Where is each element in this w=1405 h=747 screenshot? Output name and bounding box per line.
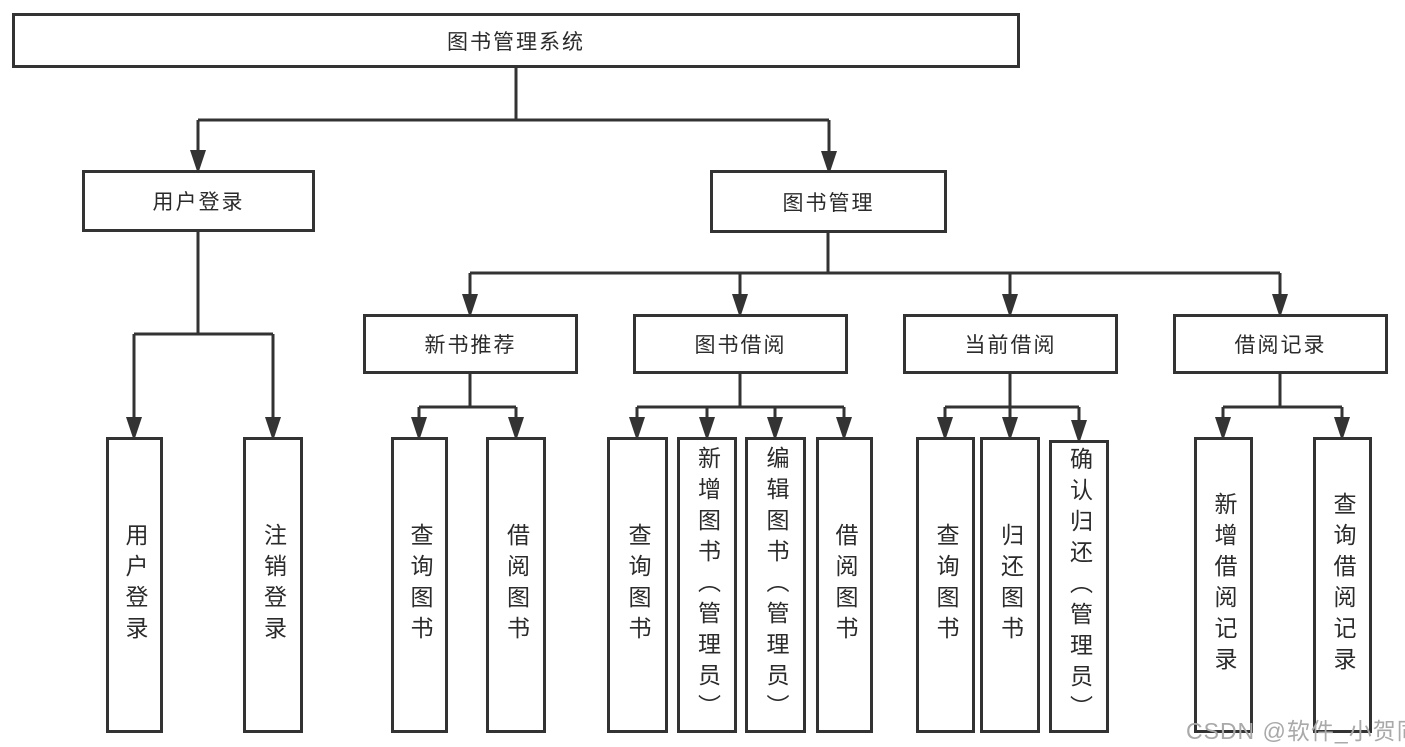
csdn-watermark: CSDN @软件_小贺同学	[1186, 718, 1405, 744]
node-borrow-books-recommend: 借阅图书	[486, 437, 546, 733]
node-book-management: 图书管理	[710, 170, 947, 233]
node-borrow-books-borrowing: 借阅图书	[816, 437, 873, 733]
node-query-books-recommend: 查询图书	[391, 437, 448, 733]
node-logout: 注销登录	[243, 437, 303, 733]
node-confirm-return-admin: 确认归还（管理员）	[1049, 440, 1109, 733]
node-return-books: 归还图书	[980, 437, 1040, 733]
node-query-borrow-record: 查询借阅记录	[1313, 437, 1372, 733]
node-query-books-borrowing: 查询图书	[607, 437, 668, 733]
node-user-login-leaf: 用户登录	[106, 437, 163, 733]
node-user-login: 用户登录	[82, 170, 315, 232]
node-library-management-system: 图书管理系统	[12, 13, 1020, 68]
node-query-books-current: 查询图书	[916, 437, 975, 733]
node-edit-books-admin: 编辑图书（管理员）	[745, 437, 806, 733]
node-add-borrow-record: 新增借阅记录	[1194, 437, 1253, 733]
node-add-books-admin: 新增图书（管理员）	[677, 437, 737, 733]
node-borrowing-records: 借阅记录	[1173, 314, 1388, 374]
node-current-borrowing: 当前借阅	[903, 314, 1118, 374]
node-book-borrowing: 图书借阅	[633, 314, 848, 374]
node-new-book-recommendation: 新书推荐	[363, 314, 578, 374]
